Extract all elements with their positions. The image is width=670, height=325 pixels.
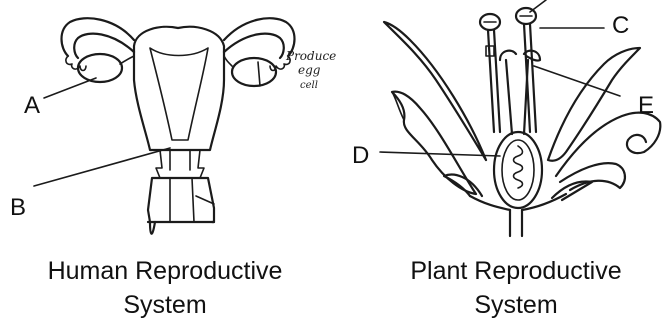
pistil-style	[506, 60, 528, 134]
handwritten-note-line2: egg	[298, 64, 320, 76]
label-d: D	[352, 144, 369, 168]
flower-stem	[510, 210, 522, 236]
human-caption: Human Reproductive System	[10, 254, 320, 322]
ovary-inner-wall	[502, 140, 534, 200]
ovules	[514, 146, 523, 188]
human-caption-line1: Human Reproductive	[10, 254, 320, 288]
plant-caption: Plant Reproductive System	[366, 254, 666, 322]
label-e: E	[638, 94, 654, 118]
plant-caption-line2: System	[366, 288, 666, 322]
handwritten-note-line3: cell	[300, 80, 318, 92]
leader-line-c	[530, 0, 546, 12]
human-caption-line2: System	[10, 288, 320, 322]
label-a: A	[24, 94, 40, 118]
label-b: B	[10, 196, 26, 220]
handwritten-note-line1: Produce	[286, 50, 336, 62]
label-c: C	[612, 14, 629, 38]
leader-line-e	[534, 66, 620, 96]
plant-caption-line1: Plant Reproductive	[366, 254, 666, 288]
anther-lobes	[484, 16, 532, 22]
